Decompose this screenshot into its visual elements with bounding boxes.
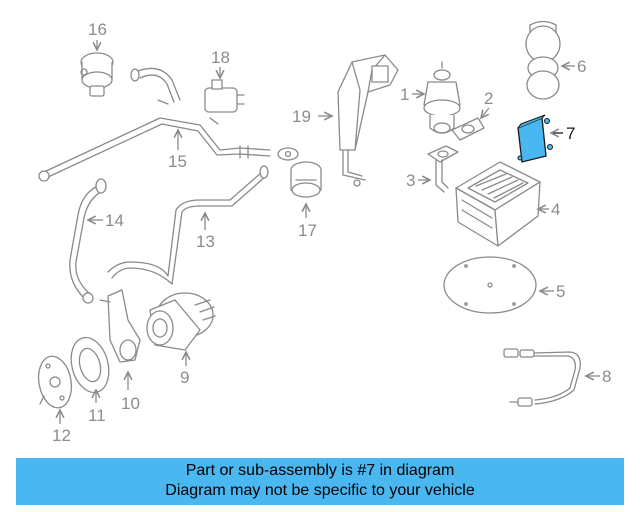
banner-line-2: Diagram may not be specific to your vehi… — [165, 482, 475, 499]
callout-13: 13 — [196, 232, 215, 251]
part-2-gasket[interactable] — [451, 117, 485, 141]
banner-line-1: Part or sub-assembly is #7 in diagram — [185, 462, 455, 479]
part-17-valve[interactable] — [290, 161, 322, 198]
callout-12: 12 — [52, 426, 71, 445]
part-14-hose[interactable] — [69, 178, 107, 304]
part-16-valve[interactable] — [80, 52, 114, 97]
part-8-sensor[interactable] — [503, 348, 581, 407]
part-15-pipe[interactable] — [38, 67, 299, 182]
part-12-flange[interactable] — [35, 354, 76, 411]
callout-2: 2 — [484, 89, 493, 108]
part-6-hose[interactable] — [525, 20, 561, 100]
callout-4: 4 — [551, 200, 560, 219]
part-13-hose[interactable] — [107, 165, 269, 285]
callout-1: 1 — [400, 85, 409, 104]
callout-7: 7 — [566, 124, 575, 143]
callout-15: 15 — [168, 152, 187, 171]
parts-diagram: 16 18 15 19 17 — [35, 20, 611, 445]
callout-14: 14 — [105, 211, 124, 230]
callout-17: 17 — [298, 221, 317, 240]
part-11-gasket[interactable] — [65, 333, 114, 396]
part-5-cover[interactable] — [443, 256, 537, 314]
part-1-valve[interactable] — [423, 61, 461, 134]
part-19-bracket[interactable] — [337, 54, 399, 187]
callout-8: 8 — [602, 367, 611, 386]
callout-10: 10 — [121, 394, 140, 413]
callout-19: 19 — [292, 107, 311, 126]
callout-11: 11 — [88, 406, 106, 425]
callout-6: 6 — [577, 57, 586, 76]
part-10-bracket[interactable] — [99, 289, 141, 363]
part-7-highlighted[interactable] — [517, 114, 553, 163]
part-4-module[interactable] — [455, 161, 541, 247]
callout-9: 9 — [180, 368, 189, 387]
info-banner: Part or sub-assembly is #7 in diagram Di… — [16, 458, 624, 505]
callout-16: 16 — [88, 20, 107, 39]
callout-18: 18 — [211, 48, 230, 67]
callout-3: 3 — [406, 171, 415, 190]
part-18-sensor[interactable] — [204, 79, 245, 113]
callout-5: 5 — [556, 282, 565, 301]
part-3-pipe[interactable] — [427, 145, 459, 193]
part-9-air-pump[interactable] — [146, 292, 216, 351]
